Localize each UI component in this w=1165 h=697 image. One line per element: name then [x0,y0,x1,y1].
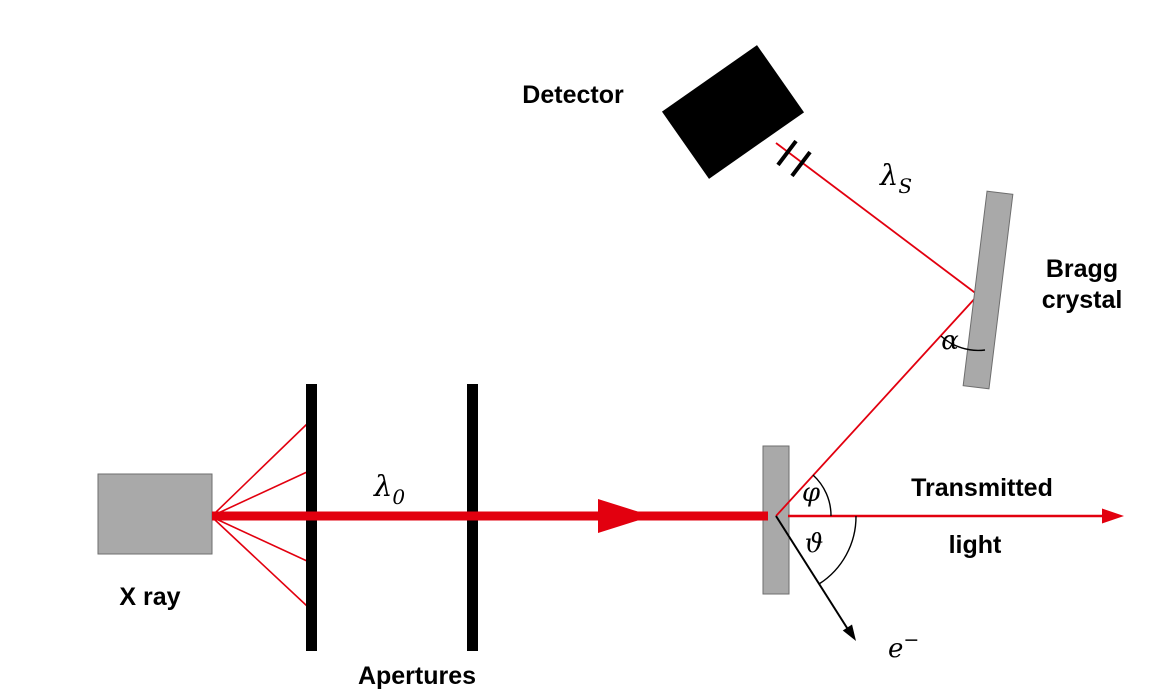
transmitted-label-line1: Transmitted [911,474,1053,502]
xray-source-label: X ray [119,583,180,611]
scattered-beam-to-crystal [775,294,979,517]
scattered-wavelength-label: λS [879,158,912,198]
theta-angle-label: ϑ [805,529,824,559]
detector-label: Detector [522,81,624,109]
xray-source-box [97,473,213,555]
collimator-slit-outer [790,150,812,178]
bragg-label-line1: Bragg [1046,255,1118,283]
diverging-rays [213,423,308,607]
collimator-slit-inner [776,139,798,167]
alpha-angle-label: α [941,326,959,356]
transmitted-label-line2: light [949,531,1002,559]
electron-label: e− [888,629,919,664]
reflected-beam-to-detector [775,142,979,296]
electron-arrowhead [842,624,856,641]
transmitted-beam-arrowhead [1102,508,1124,524]
apertures-label: Apertures [358,662,476,690]
phi-angle-label: φ [802,478,821,508]
incident-beam-arrowhead [598,499,652,533]
theta-angle-arc [818,515,857,585]
phi-angle-arc [812,474,832,517]
alpha-angle-arc [940,335,986,352]
electron-track [775,515,850,632]
incident-wavelength-label: λ0 [373,469,405,509]
bragg-label-line2: crystal [1042,286,1123,314]
detector-box [661,45,805,179]
bragg-crystal [962,190,1014,390]
